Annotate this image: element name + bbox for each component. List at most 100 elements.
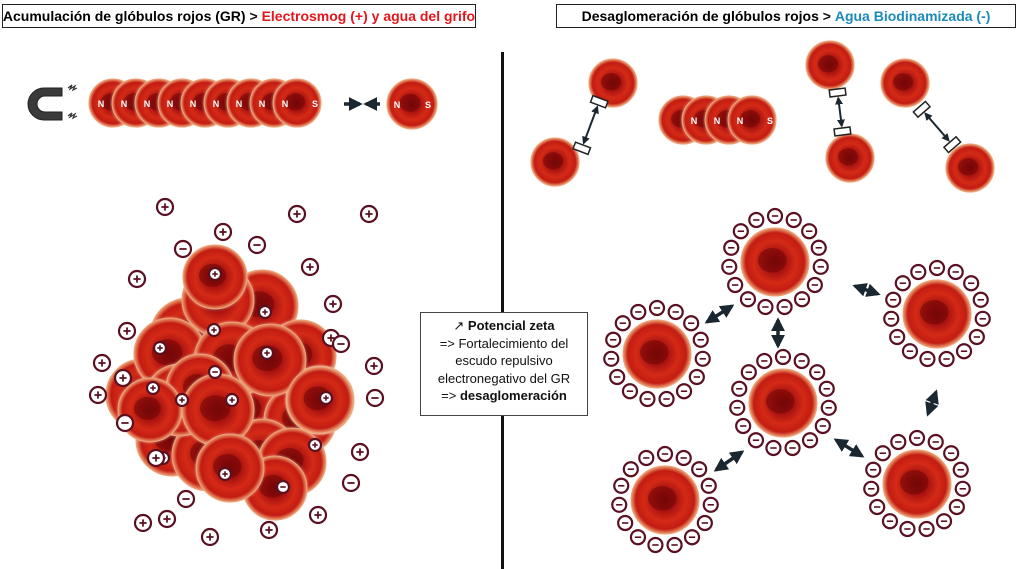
positive-charge-icon [145, 380, 161, 396]
charge-bar-h [894, 336, 901, 338]
spark-line [67, 112, 78, 120]
charge-bar-v [101, 359, 103, 367]
charge-bar-v [314, 442, 316, 448]
cell-center [200, 395, 231, 422]
charge-bar-h [753, 219, 760, 221]
negative-charge-icon [696, 514, 713, 532]
charge-bar-v [126, 327, 128, 335]
magnet-icon [27, 87, 63, 121]
negative-charge-icon [785, 211, 802, 229]
charge-bar-h [771, 215, 779, 217]
charge-bar-h [781, 306, 788, 308]
red-blood-cell [628, 463, 702, 537]
charge-bar-v [309, 263, 311, 271]
charge-bar-v [224, 471, 226, 477]
cell-center [838, 148, 859, 166]
charge-bar-h [734, 407, 741, 409]
cell-center [893, 73, 914, 91]
spring-body [572, 94, 609, 156]
negative-charge-icon [675, 449, 692, 467]
negative-charge-icon [881, 513, 899, 530]
charge-bar-h [879, 452, 886, 455]
double-arrow-icon [833, 438, 865, 458]
charge-bar-v [222, 228, 224, 236]
positive-charge-icon [88, 385, 108, 405]
charge-bar-v [373, 362, 375, 370]
charge-bar-h [616, 504, 623, 506]
negative-charge-icon [621, 383, 639, 400]
negative-charge-icon [721, 258, 738, 275]
charge-bar-h [253, 244, 261, 246]
charge-bar-h [688, 536, 696, 539]
red-blood-cell [746, 366, 820, 440]
negative-charge-icon [974, 310, 991, 327]
negative-charge-icon [820, 399, 837, 416]
shielded-red-blood-cell [603, 299, 711, 408]
negative-charge-icon [365, 388, 385, 408]
red-blood-cell [115, 375, 185, 445]
right-title-highlight: Agua Biodinamizada (-) [834, 8, 991, 24]
negative-charge-icon [666, 536, 683, 554]
negative-charge-icon [818, 380, 835, 397]
charge-bar-h [815, 246, 822, 249]
charge-bar-h [740, 425, 747, 427]
negative-charge-icon [613, 477, 630, 494]
pole-label: N [394, 100, 401, 110]
cell-center [900, 470, 929, 495]
pole-label: N [714, 116, 721, 126]
negative-charge-icon [731, 380, 748, 397]
cell-center [758, 248, 787, 273]
red-blood-cell [586, 56, 640, 110]
charge-bar-h [212, 371, 218, 373]
charge-bar-h [693, 376, 700, 378]
charge-bar-h [952, 271, 959, 273]
charge-bar-v [330, 334, 332, 342]
double-arrow-icon [713, 450, 745, 472]
charge-bar-h [959, 488, 966, 490]
charge-bar-h [701, 522, 708, 524]
shielded-red-blood-cell [611, 445, 719, 554]
positive-charge-icon [152, 340, 168, 356]
left-title-prefix: Acumulación de glóbulos rojos (GR) [2, 8, 246, 24]
negative-charge-icon [801, 223, 818, 240]
red-blood-cell [803, 38, 857, 92]
cell-center [543, 152, 564, 170]
negative-charge-icon [609, 368, 626, 386]
negative-charge-icon [603, 350, 620, 367]
charge-bar-v [155, 454, 157, 462]
negative-charge-icon [919, 350, 936, 368]
charge-bar-h [644, 398, 651, 400]
charge-bar-v [268, 526, 270, 534]
double-arrow-icon [704, 304, 735, 324]
cell-center [134, 396, 161, 420]
negative-charge-icon [894, 275, 911, 292]
info-line-5-prefix: => [441, 388, 457, 403]
charge-bar-h [943, 358, 950, 360]
positive-charge-icon [207, 266, 223, 282]
charge-bar-h [806, 230, 813, 233]
charge-bar-h [688, 322, 695, 325]
negative-charge-icon [757, 298, 774, 316]
positive-charge-icon [224, 392, 240, 408]
charge-bar-h [814, 371, 821, 374]
negative-charge-icon [910, 263, 927, 281]
negative-charge-icon [863, 480, 880, 497]
positive-charge-icon [350, 442, 370, 462]
negative-charge-icon [629, 529, 647, 546]
positive-charge-icon [300, 257, 320, 277]
negative-charge-icon [814, 417, 831, 435]
cell-center [601, 73, 622, 91]
charge-bar-h [957, 468, 964, 471]
positive-charge-icon [364, 356, 384, 376]
negative-charge-icon [605, 331, 622, 348]
red-blood-cell [193, 431, 267, 505]
red-blood-cell [823, 131, 877, 185]
charge-bar-h [895, 441, 902, 443]
negative-charge-icon [938, 350, 955, 368]
negative-charge-icon [793, 352, 810, 370]
negative-charge-icon [735, 417, 752, 435]
charge-bar-h [652, 544, 659, 546]
right-panel-title: Desaglomeración de glóbulos rojos > Agua… [556, 4, 1016, 28]
positive-charge-icon [146, 448, 166, 468]
zeta-potential-box: ↗ Potencial zeta => Fortalecimiento del … [420, 312, 588, 416]
